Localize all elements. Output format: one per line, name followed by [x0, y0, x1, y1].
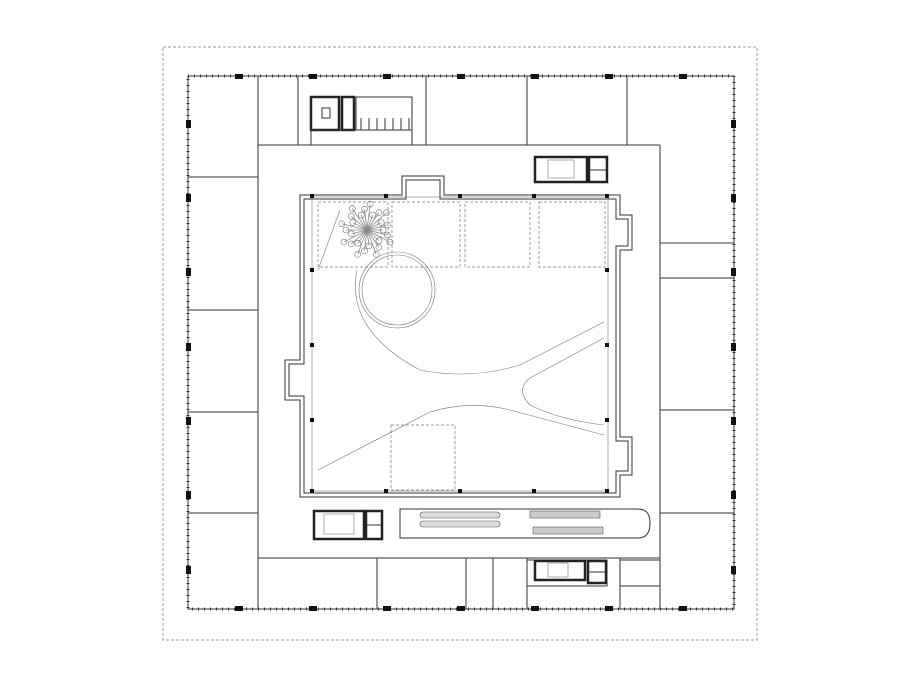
corridor-walls — [257, 76, 661, 609]
column — [310, 194, 314, 198]
column — [532, 194, 536, 198]
building-outline — [186, 74, 736, 611]
column — [235, 606, 243, 611]
column — [310, 343, 314, 347]
column — [458, 194, 462, 198]
core-top-right — [533, 155, 609, 184]
column — [186, 417, 191, 425]
column — [531, 74, 539, 79]
column — [309, 74, 317, 79]
column — [186, 491, 191, 499]
column — [310, 418, 314, 422]
column — [235, 74, 243, 79]
column — [605, 606, 613, 611]
column — [186, 566, 191, 574]
column — [731, 268, 736, 276]
column — [605, 489, 609, 493]
courtyard-columns — [310, 194, 609, 493]
column — [383, 606, 391, 611]
column — [383, 74, 391, 79]
office-partitions — [188, 76, 734, 609]
column — [186, 343, 191, 351]
column — [731, 491, 736, 499]
courtyard — [284, 175, 633, 498]
column — [679, 606, 687, 611]
column — [532, 489, 536, 493]
column — [531, 606, 539, 611]
column — [679, 74, 687, 79]
column — [731, 566, 736, 574]
core-top-left — [309, 95, 413, 146]
column — [310, 489, 314, 493]
column — [309, 606, 317, 611]
core-bottom-right — [526, 559, 608, 587]
column — [186, 194, 191, 202]
escalator-hall — [399, 508, 651, 539]
column — [605, 268, 609, 272]
column — [186, 268, 191, 276]
column — [731, 343, 736, 351]
column — [384, 489, 388, 493]
column — [605, 418, 609, 422]
column — [457, 606, 465, 611]
column — [605, 74, 613, 79]
column — [731, 417, 736, 425]
column — [186, 120, 191, 128]
perimeter-columns — [186, 74, 736, 611]
core-bottom-left — [312, 509, 384, 541]
column — [384, 194, 388, 198]
column — [605, 194, 609, 198]
column — [457, 74, 465, 79]
column — [731, 194, 736, 202]
site-boundary — [162, 46, 758, 641]
column — [731, 120, 736, 128]
column — [458, 489, 462, 493]
tree-icon — [338, 200, 394, 258]
column — [310, 268, 314, 272]
column — [605, 343, 609, 347]
